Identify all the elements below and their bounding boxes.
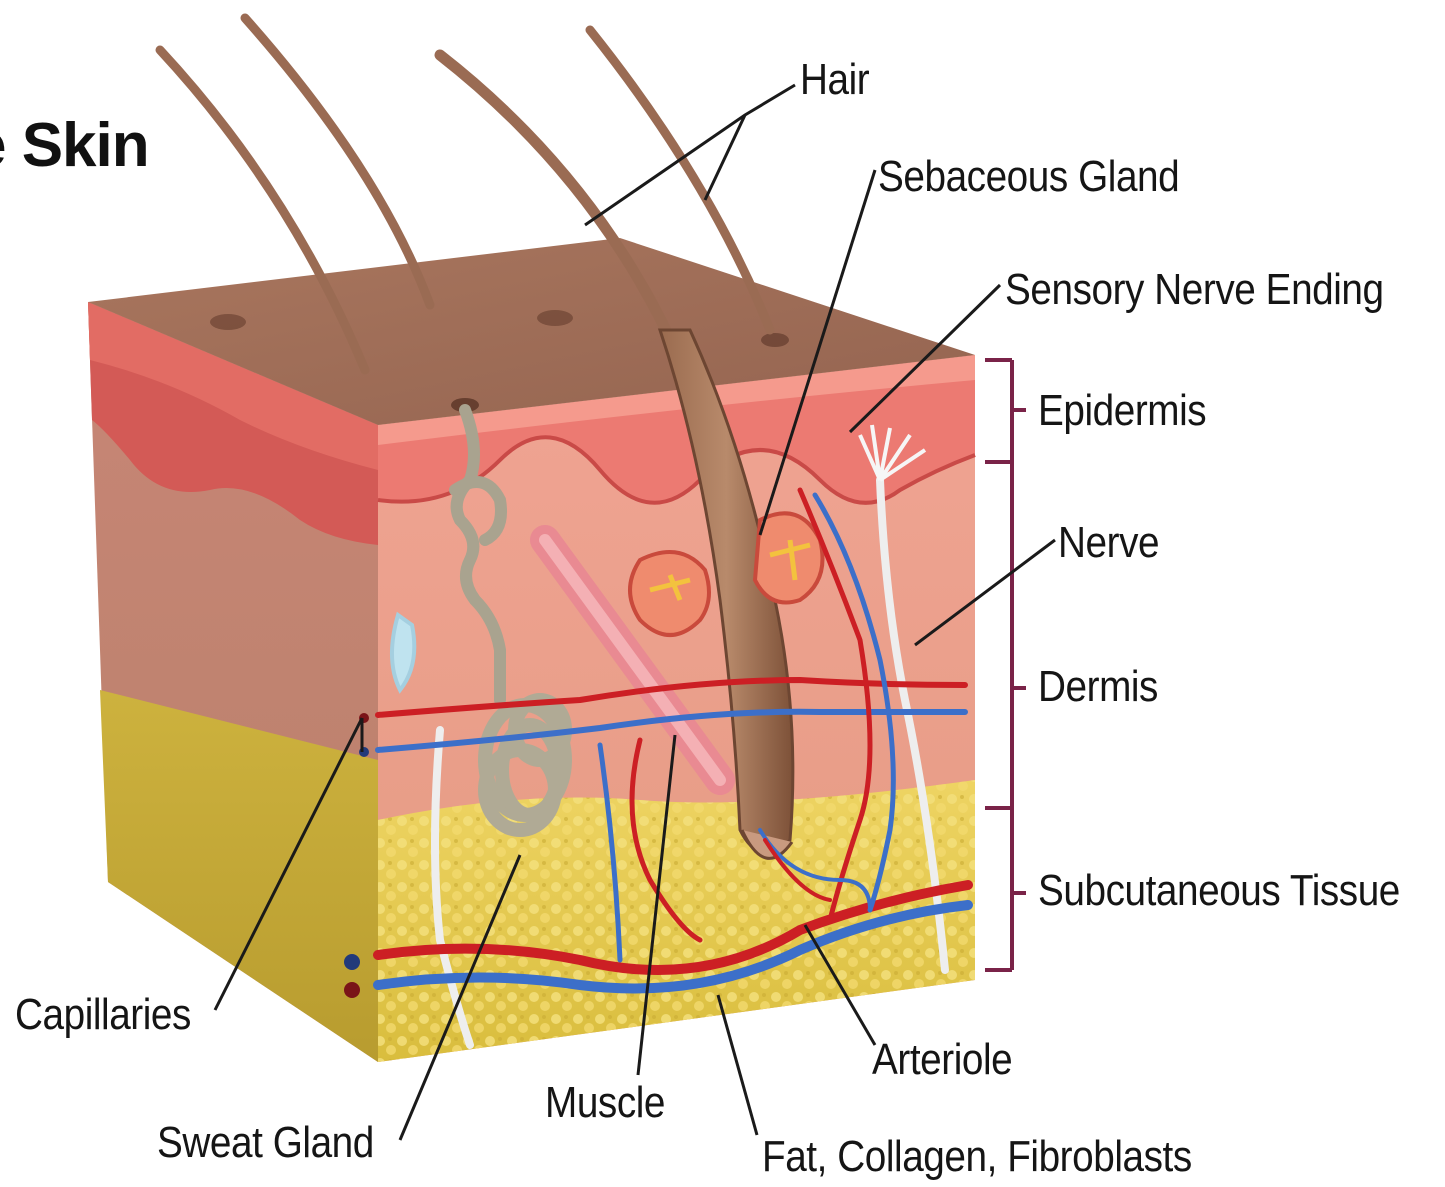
- label-hair: Hair: [800, 55, 869, 105]
- label-muscle: Muscle: [545, 1078, 665, 1128]
- diagram-title: e Skin: [0, 110, 149, 181]
- label-sensory-nerve-ending: Sensory Nerve Ending: [1005, 265, 1384, 315]
- label-nerve: Nerve: [1058, 518, 1159, 568]
- block-side-face: [88, 302, 378, 1062]
- label-capillaries: Capillaries: [15, 990, 191, 1040]
- label-dermis: Dermis: [1038, 662, 1158, 712]
- label-arteriole: Arteriole: [872, 1035, 1012, 1085]
- label-sebaceous-gland: Sebaceous Gland: [878, 152, 1179, 202]
- label-subcutaneous-tissue: Subcutaneous Tissue: [1038, 866, 1400, 916]
- label-fat-collagen-fibroblasts: Fat, Collagen, Fibroblasts: [762, 1132, 1192, 1182]
- layer-bracket: [985, 360, 1026, 970]
- label-epidermis: Epidermis: [1038, 386, 1206, 436]
- label-sweat-gland: Sweat Gland: [157, 1118, 374, 1168]
